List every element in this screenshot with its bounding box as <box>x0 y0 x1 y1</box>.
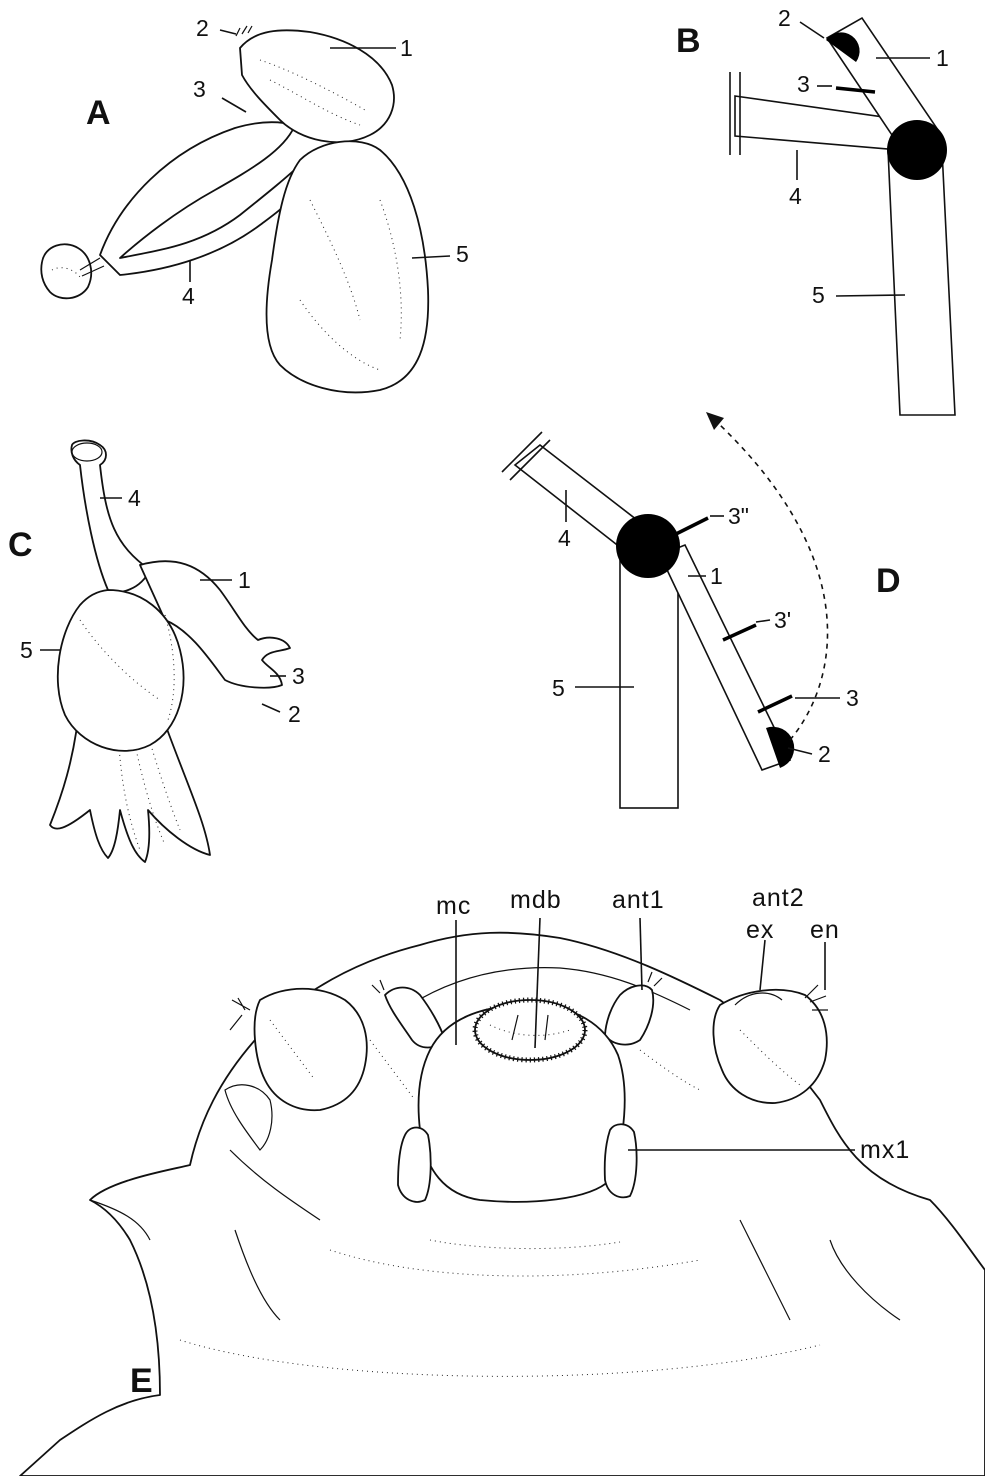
panel-c-label-5: 5 <box>20 637 33 663</box>
panel-a-distal-knob <box>41 244 91 298</box>
panel-d-label-3doubleprime: 3" <box>728 503 749 529</box>
panel-c-label-1: 1 <box>238 567 251 593</box>
panel-d-joint-main <box>616 514 680 578</box>
panel-b-label-1: 1 <box>936 45 949 71</box>
panel-c-label-4: 4 <box>128 485 141 511</box>
panel-a-label-5: 5 <box>456 241 469 267</box>
panel-c-label-2: 2 <box>288 701 301 727</box>
panel-e-label-en: en <box>810 916 840 944</box>
panel-b-letter: B <box>676 22 701 60</box>
panel-e-label-mc: mc <box>436 892 471 920</box>
panel-e-label-ex: ex <box>746 916 774 944</box>
panel-a-label-3: 3 <box>193 76 206 102</box>
panel-d-label-4: 4 <box>558 525 571 551</box>
panel-d-letter: D <box>876 562 901 600</box>
panel-a-label-2: 2 <box>196 15 209 41</box>
panel-d-label-1: 1 <box>710 563 723 589</box>
panel-b-label-3: 3 <box>797 71 810 97</box>
panel-e-label-ant2: ant2 <box>752 884 805 912</box>
panel-b-label-5: 5 <box>812 282 825 308</box>
panel-a-letter: A <box>86 94 111 132</box>
panel-c-label-3: 3 <box>292 663 305 689</box>
panel-e-letter: E <box>130 1362 153 1400</box>
panel-b-rod-5 <box>888 150 955 415</box>
panel-e: E <box>20 884 985 1476</box>
panel-e-label-ant1: ant1 <box>612 886 665 914</box>
panel-b-label-2: 2 <box>778 5 791 31</box>
panel-d-label-2: 2 <box>818 741 831 767</box>
panel-e-right-maxilla1 <box>605 1124 637 1197</box>
panel-d: D 1 2 3 3' 3" 4 5 <box>502 412 901 808</box>
panel-d-label-3: 3 <box>846 685 859 711</box>
panel-a-label-4: 4 <box>182 283 195 309</box>
panel-e-label-mx1: mx1 <box>860 1136 910 1164</box>
panel-d-label-5: 5 <box>552 675 565 701</box>
panel-d-rod-5 <box>620 548 678 808</box>
panel-c-letter: C <box>8 526 33 564</box>
panel-e-label-mdb: mdb <box>510 886 562 914</box>
panel-a-segment-5 <box>267 141 429 392</box>
panel-c: C 1 2 3 4 5 <box>8 440 305 862</box>
panel-d-label-3prime: 3' <box>774 607 791 633</box>
panel-e-left-maxilla1 <box>398 1128 431 1202</box>
panel-c-segment-4 <box>71 440 150 591</box>
panel-a: A 1 2 3 4 5 <box>41 15 469 392</box>
panel-b: B 1 2 3 4 5 <box>676 5 955 415</box>
panel-a-label-1: 1 <box>400 35 413 61</box>
panel-b-joint-main <box>887 120 947 180</box>
panel-b-label-4: 4 <box>789 183 802 209</box>
